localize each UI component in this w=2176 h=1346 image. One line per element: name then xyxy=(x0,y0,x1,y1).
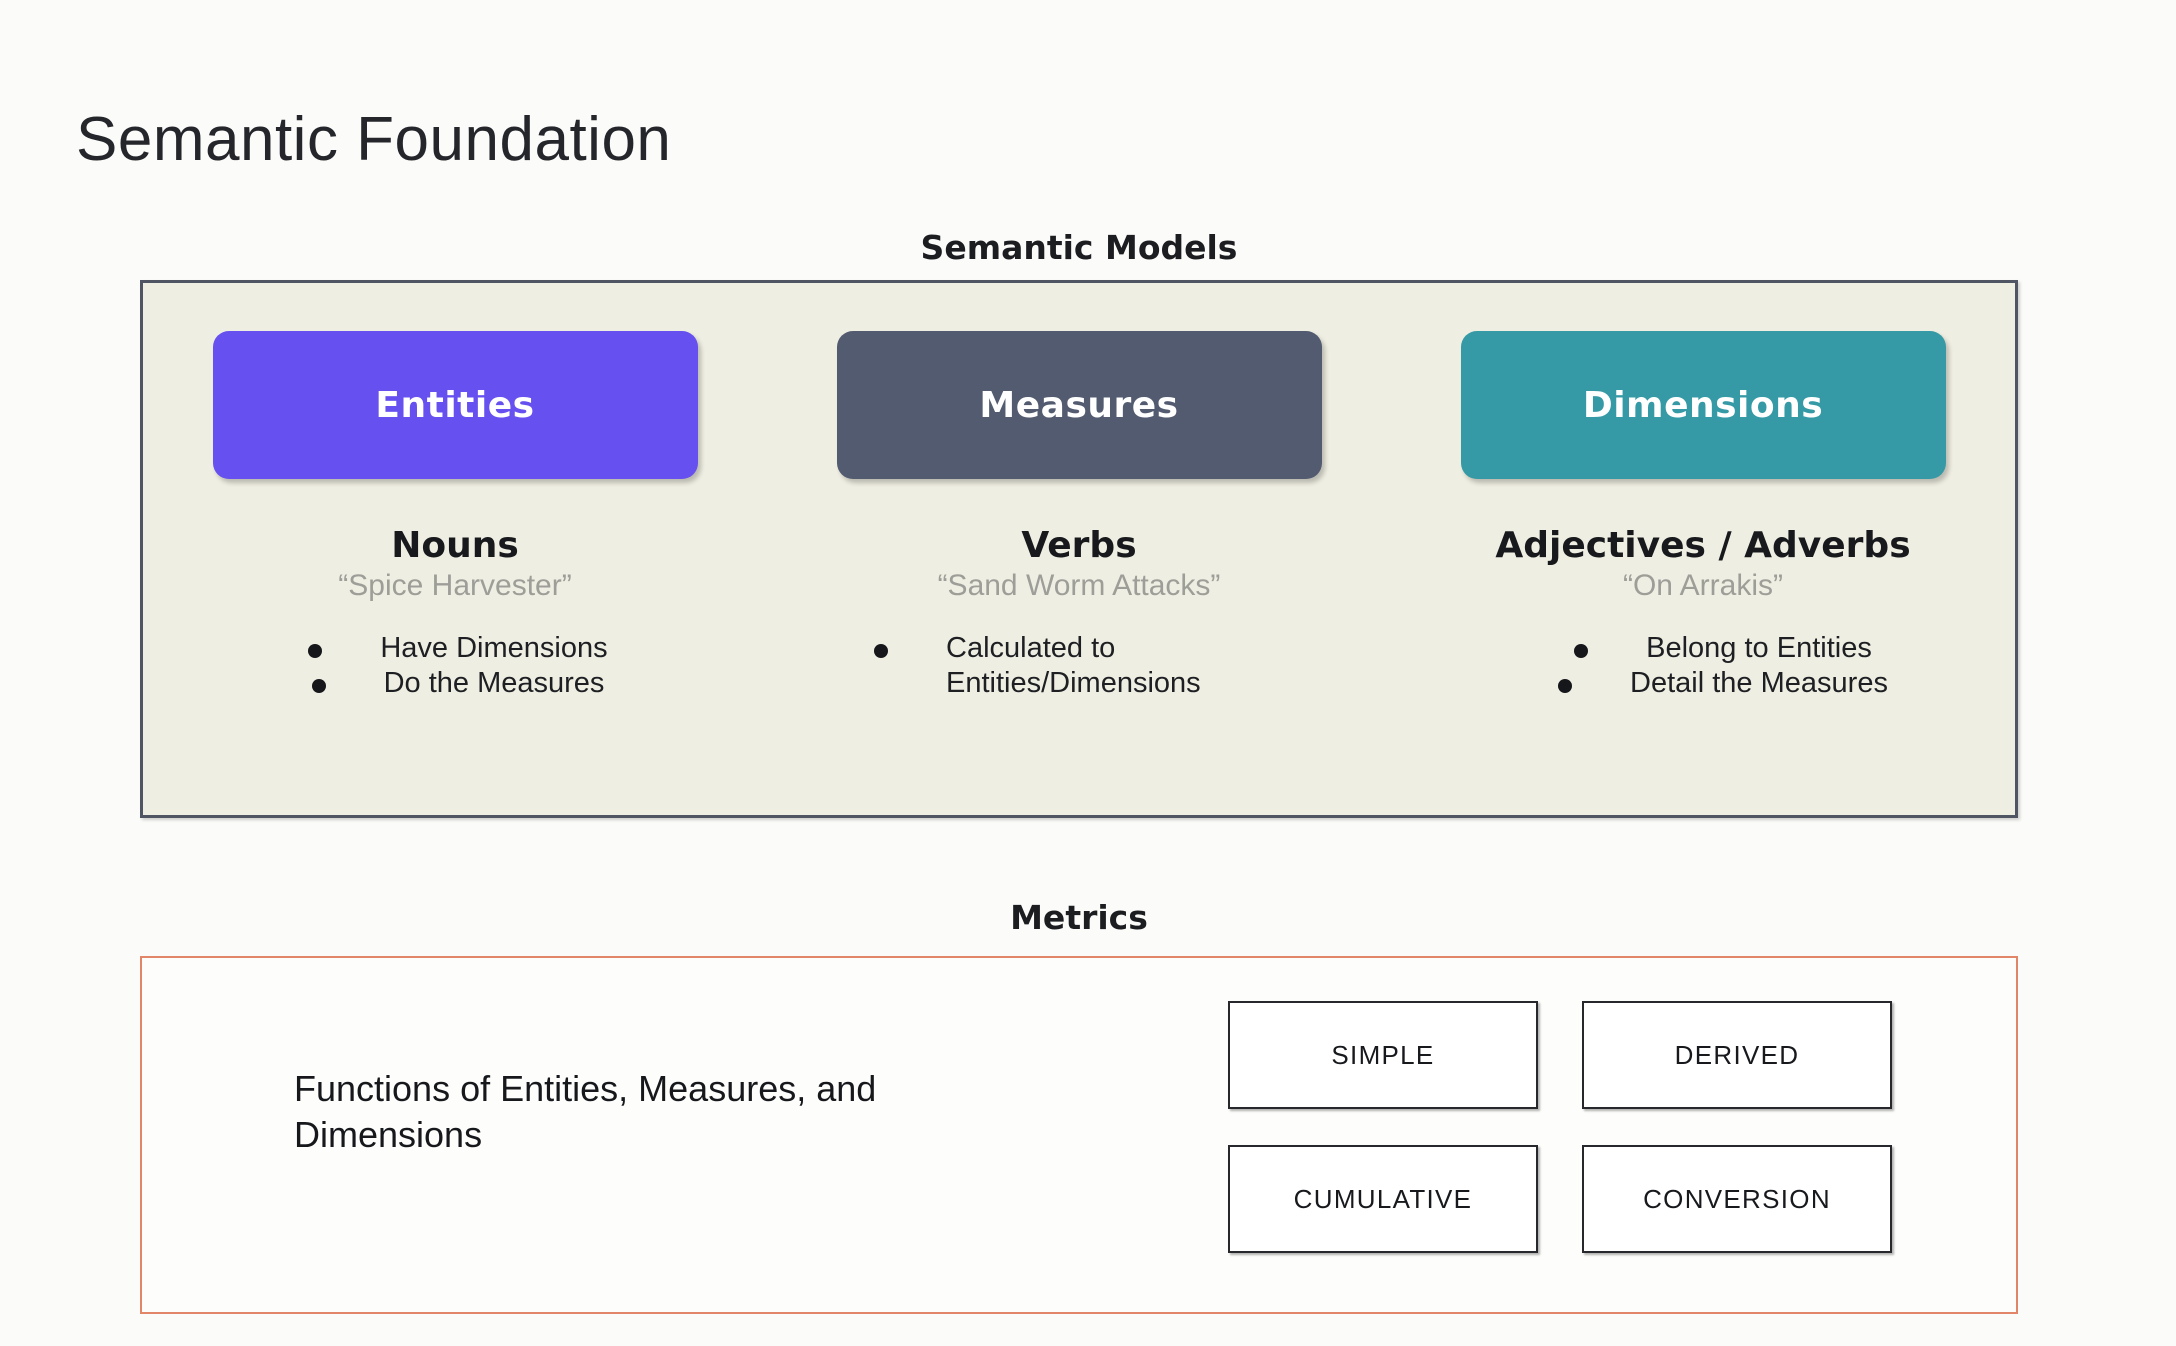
part-of-speech-measures: Verbs xyxy=(1021,525,1137,566)
list-item: Calculated to Entities/Dimensions xyxy=(874,631,1306,702)
bullet-text: Have Dimensions xyxy=(380,631,608,664)
chip-measures[interactable]: Measures xyxy=(836,331,1322,479)
list-item: Belong to Entities xyxy=(1574,631,1872,666)
semantic-column-entities: Entities Nouns “Spice Harvester” Have Di… xyxy=(143,283,767,815)
bullet-text: Belong to Entities xyxy=(1646,631,1872,664)
semantic-models-columns: Entities Nouns “Spice Harvester” Have Di… xyxy=(143,283,2015,815)
metrics-heading: Metrics xyxy=(1010,898,1148,937)
bullet-text: Calculated to Entities/Dimensions xyxy=(946,631,1201,700)
metric-type-conversion[interactable]: CONVERSION xyxy=(1582,1145,1892,1253)
bullet-list-measures: Calculated to Entities/Dimensions xyxy=(756,631,1402,702)
chip-dimensions[interactable]: Dimensions xyxy=(1460,331,1946,479)
part-of-speech-entities: Nouns xyxy=(391,525,519,566)
bullet-dot-icon xyxy=(308,643,323,658)
bullet-list-entities: Have Dimensions Do the Measures xyxy=(140,631,770,702)
example-entities: “Spice Harvester” xyxy=(338,568,572,602)
list-item: Detail the Measures xyxy=(1558,666,1888,701)
example-measures: “Sand Worm Attacks” xyxy=(937,568,1221,602)
chip-entities[interactable]: Entities xyxy=(212,331,698,479)
bullet-dot-icon xyxy=(311,679,326,694)
bullet-dot-icon xyxy=(874,643,888,658)
bullet-text: Detail the Measures xyxy=(1630,667,1888,700)
semantic-models-heading: Semantic Models xyxy=(920,228,1238,267)
metrics-panel: Functions of Entities, Measures, and Dim… xyxy=(140,956,2018,1314)
example-dimensions: “On Arrakis” xyxy=(1622,568,1784,602)
list-item: Have Dimensions xyxy=(308,631,608,666)
bullet-list-dimensions: Belong to Entities Detail the Measures xyxy=(1371,631,2035,702)
metric-type-derived[interactable]: DERIVED xyxy=(1582,1001,1892,1109)
metric-type-grid: SIMPLE DERIVED CUMULATIVE CONVERSION xyxy=(1228,1001,1892,1253)
bullet-dot-icon xyxy=(1558,679,1573,694)
list-item: Do the Measures xyxy=(311,666,605,701)
metric-type-simple[interactable]: SIMPLE xyxy=(1228,1001,1538,1109)
page-title: Semantic Foundation xyxy=(76,104,672,174)
metrics-description: Functions of Entities, Measures, and Dim… xyxy=(294,1068,877,1156)
part-of-speech-dimensions: Adjectives / Adverbs xyxy=(1495,525,1911,566)
metric-type-cumulative[interactable]: CUMULATIVE xyxy=(1228,1145,1538,1253)
semantic-column-measures: Measures Verbs “Sand Worm Attacks” Calcu… xyxy=(767,283,1391,815)
semantic-models-panel: Entities Nouns “Spice Harvester” Have Di… xyxy=(140,280,2018,818)
semantic-column-dimensions: Dimensions Adjectives / Adverbs “On Arra… xyxy=(1391,283,2015,815)
bullet-text: Do the Measures xyxy=(383,667,605,700)
bullet-dot-icon xyxy=(1574,643,1589,658)
